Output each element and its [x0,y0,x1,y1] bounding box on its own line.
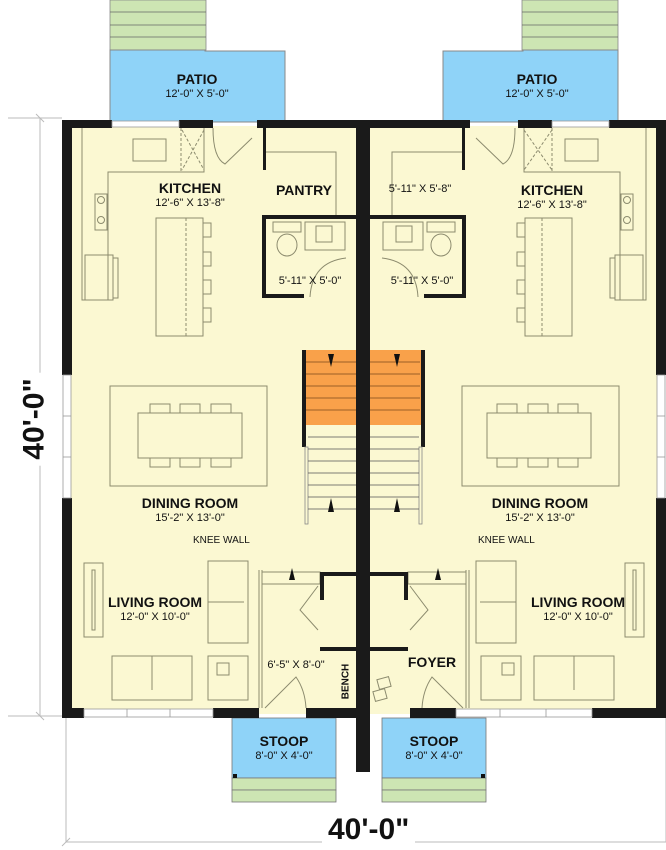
room-name: FOYER [407,654,457,670]
stoop-right-label: STOOP 8'-0" X 4'-0" [405,734,462,762]
bench-label: BENCH [340,663,352,700]
dining-right-label: DINING ROOM 15'-2" X 13'-0" [492,496,588,524]
room-dimension: 12'-6" X 13'-8" [517,199,587,211]
room-dimension: 5'-11" X 5'-8" [388,183,452,195]
rear-patio-right [442,0,619,123]
room-dimension: 12'-0" X 10'-0" [120,611,190,623]
patio-left-label: PATIO 12'-0" X 5'-0" [165,72,228,100]
room-dimension: 12'-0" X 5'-0" [505,88,569,100]
room-name: DINING ROOM [141,495,239,511]
room-dimension: 8'-0" X 4'-0" [405,750,463,762]
room-name: PATIO [516,71,558,87]
living-left-label: LIVING ROOM 12'-0" X 10'-0" [108,595,202,623]
room-name: KITCHEN [520,182,584,198]
room-name: STOOP [259,733,309,749]
room-name: PANTRY [276,182,332,198]
kitchen-right-label: KITCHEN 12'-6" X 13'-8" [517,183,587,211]
room-name: KITCHEN [158,180,222,196]
room-dimension: 5'-11" X 5'-0" [278,275,342,287]
room-name: LIVING ROOM [530,594,626,610]
room-dimension: 6'-5" X 8'-0" [267,659,325,671]
room-name: LIVING ROOM [107,594,203,610]
overall-width-dimension: 40'-0" [322,815,416,845]
stoop-left-label: STOOP 8'-0" X 4'-0" [255,734,312,762]
pantry-right-label: 5'-11" X 5'-8" [389,181,452,195]
left-unit-fixtures [81,127,347,709]
foyer-left-label: 6'-5" X 8'-0" [267,657,324,671]
kitchen-left-label: KITCHEN 12'-6" X 13'-8" [155,181,225,209]
rear-patio-left [109,0,286,123]
room-dimension: 12'-0" X 5'-0" [165,88,229,100]
right-interior-walls [370,128,466,651]
patio-right-label: PATIO 12'-0" X 5'-0" [505,72,568,100]
front-stoop-left [231,717,337,803]
room-dimension: 12'-0" X 10'-0" [543,611,613,623]
room-name: PATIO [176,71,218,87]
right-unit-fixtures [372,127,647,709]
living-right-label: LIVING ROOM 12'-0" X 10'-0" [531,595,625,623]
pantry-left-label: PANTRY [276,183,332,197]
knee-wall-right-label: KNEE WALL [478,535,535,546]
dining-left-label: DINING ROOM 15'-2" X 13'-0" [142,496,238,524]
powder-right-label: 5'-11" X 5'-0" [391,273,454,287]
foyer-right-label: FOYER [408,655,456,669]
left-interior-walls [262,128,356,651]
room-dimension: 12'-6" X 13'-8" [155,197,225,209]
stairs-left [289,350,356,580]
room-name: DINING ROOM [491,495,589,511]
room-dimension: 15'-2" X 13'-0" [505,512,575,524]
room-dimension: 8'-0" X 4'-0" [255,750,313,762]
room-name: STOOP [409,733,459,749]
overall-depth-dimension: 40'-0" [15,372,54,466]
exterior-walls [62,120,666,772]
front-stoop-right [381,717,487,803]
knee-wall-left-label: KNEE WALL [193,535,250,546]
room-dimension: 15'-2" X 13'-0" [155,512,225,524]
windows [62,120,666,718]
powder-left-label: 5'-11" X 5'-0" [279,273,342,287]
room-dimension: 5'-11" X 5'-0" [390,275,454,287]
stairs-right [370,350,441,580]
